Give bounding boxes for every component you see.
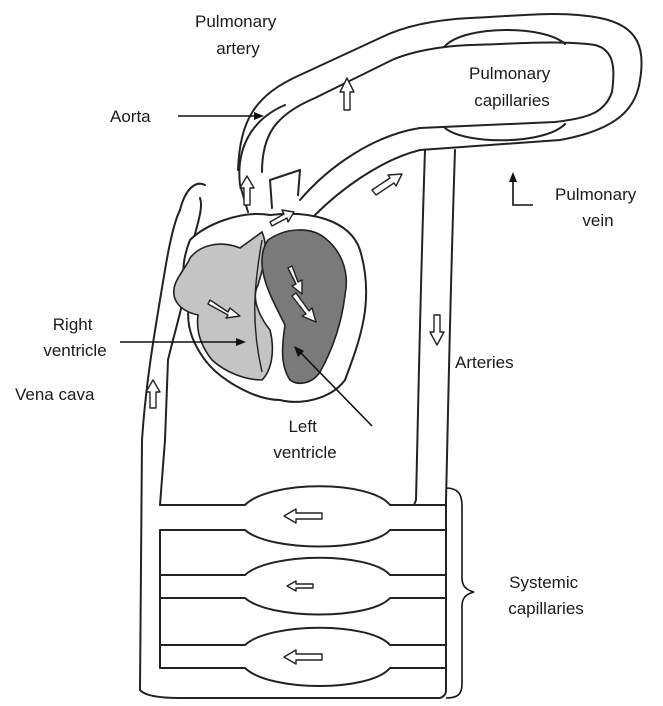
capillary-loop-2	[160, 530, 446, 615]
flow-arrow-icon	[284, 509, 322, 523]
capillary-bottom	[140, 690, 446, 698]
flow-arrow-icon	[287, 581, 313, 591]
arteries-outer-wall	[446, 150, 455, 690]
pointers	[120, 112, 533, 698]
flow-arrow-icon	[430, 315, 444, 345]
brace-icon	[446, 488, 474, 698]
label-left-ventricle: Left ventricle	[273, 417, 336, 462]
capillary-loop-3	[160, 598, 446, 686]
flow-arrow-icon	[372, 174, 402, 195]
label-vena-cava: Vena cava	[15, 385, 95, 404]
aorta-right-wall	[270, 170, 300, 208]
label-aorta: Aorta	[110, 107, 151, 126]
label-arteries: Arteries	[455, 353, 514, 372]
flow-arrow-icon	[340, 78, 354, 110]
label-pulmonary-capillaries: Pulmonary capillaries	[469, 64, 555, 110]
label-systemic-capillaries: Systemic capillaries	[508, 573, 584, 618]
pointer-arrow-icon	[509, 172, 517, 182]
label-right-ventricle: Right ventricle	[43, 315, 106, 360]
pointer-arrow-icon	[513, 178, 533, 205]
label-pulmonary-artery: Pulmonary artery	[195, 12, 281, 58]
arteries-vessel	[414, 150, 455, 690]
pulmonary-loop-inner-wall	[262, 43, 613, 200]
arteries-inner-wall	[414, 150, 425, 505]
flow-arrow-icon	[284, 650, 322, 664]
heart	[174, 214, 366, 402]
label-pulmonary-vein: Pulmonary vein	[555, 185, 641, 230]
